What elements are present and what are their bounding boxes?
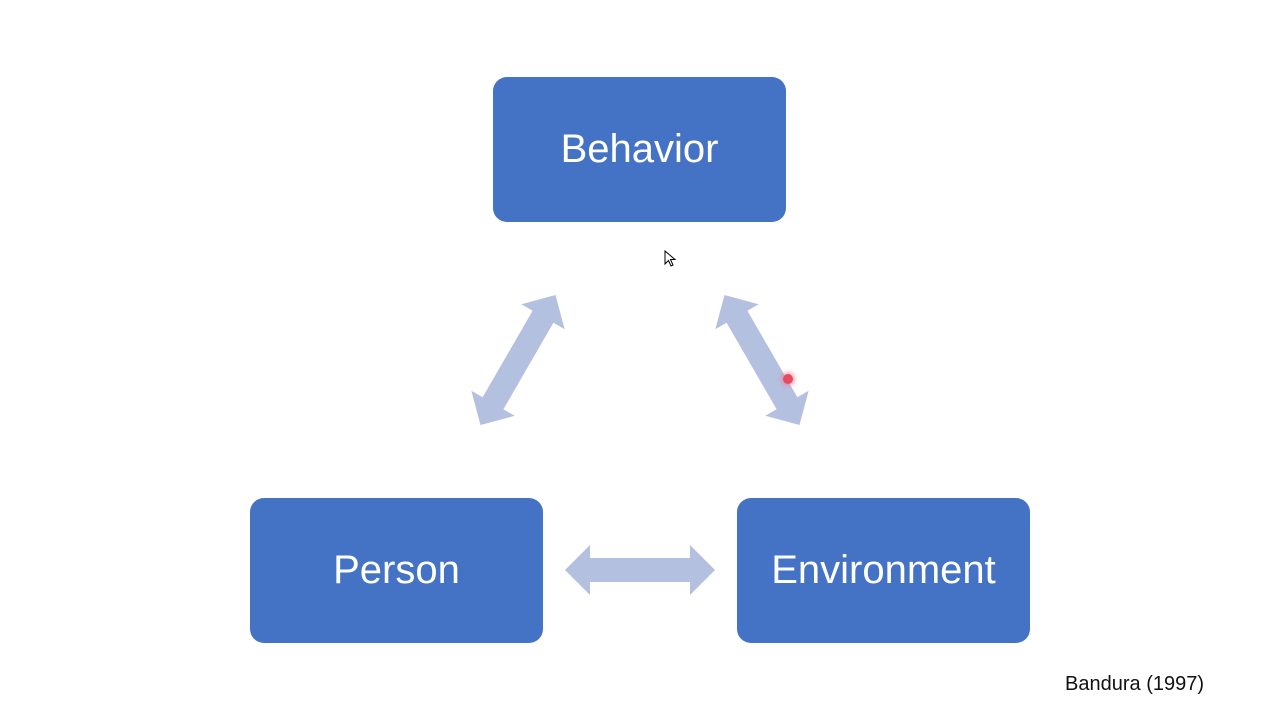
mouse-pointer-icon [664, 250, 677, 267]
arrow-person-behavior [458, 282, 578, 438]
arrow-person-environment [565, 545, 715, 595]
environment-label: Environment [771, 548, 996, 592]
behavior-node: Behavior [493, 77, 786, 222]
citation-text: Bandura (1997) [1065, 673, 1204, 695]
person-node: Person [250, 498, 543, 643]
laser-pointer-dot-icon [783, 374, 793, 384]
environment-node: Environment [737, 498, 1030, 643]
arrow-behavior-environment [702, 282, 822, 438]
person-label: Person [333, 548, 460, 592]
behavior-label: Behavior [560, 127, 719, 171]
